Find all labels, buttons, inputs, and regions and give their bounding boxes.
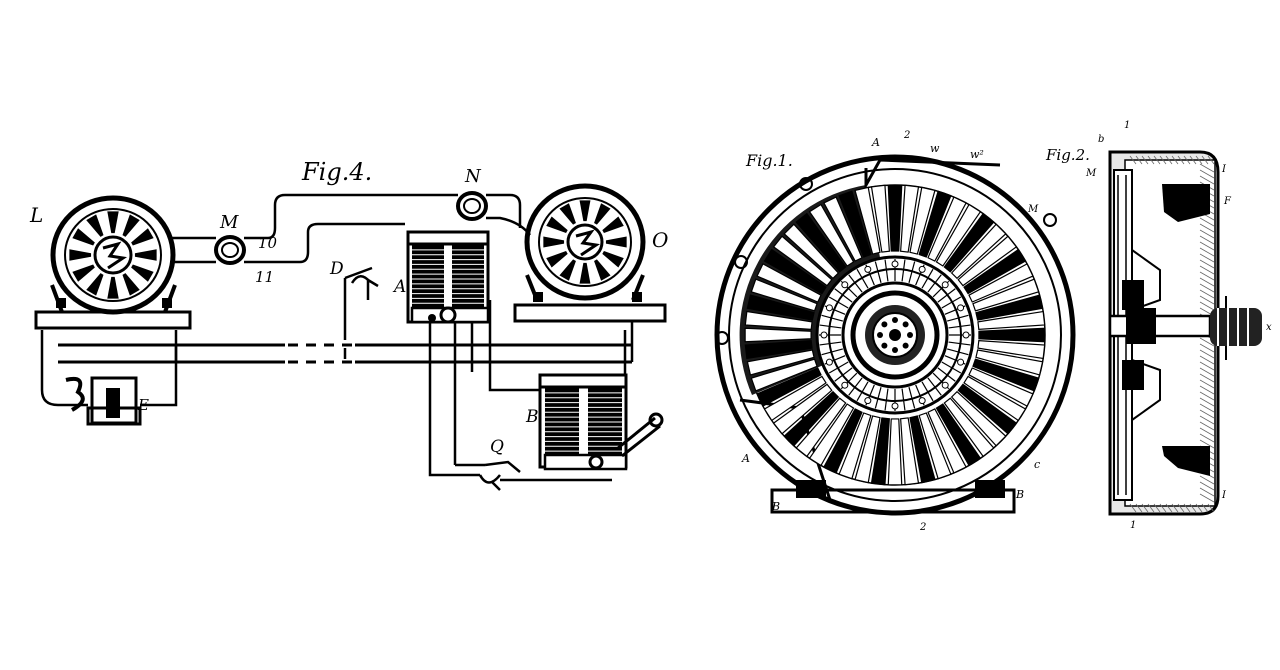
fig1-label-w: w: [930, 142, 940, 155]
label-N: N: [464, 166, 482, 187]
fig2-label-b: b: [1098, 134, 1104, 145]
label-O: O: [652, 228, 668, 252]
switch-Q: [478, 460, 521, 491]
fig2-label-one-top: 1: [1124, 120, 1130, 131]
fig1-label-c: c: [1034, 458, 1040, 471]
label-wire-10: 10: [258, 234, 278, 252]
fig1-label-A-bottom: A: [741, 452, 750, 465]
label-M: M: [219, 212, 239, 233]
fig1-label-w2: w²: [970, 148, 984, 161]
device-E: [65, 376, 142, 426]
fig2-label-F: F: [1223, 196, 1232, 207]
coil-N: [456, 191, 488, 221]
label-B: B: [525, 407, 539, 427]
dynamo-O: [513, 183, 667, 323]
label-L: L: [29, 203, 43, 227]
fig4-caption: Fig.4.: [301, 158, 372, 186]
fig2-label-x: x: [1266, 322, 1272, 333]
label-E: E: [137, 396, 149, 414]
fig2-label-I-top: I: [1221, 164, 1227, 175]
fig1-armature-teeth: [744, 184, 1046, 486]
fig1-label-M: M: [1027, 204, 1039, 215]
fig2-label-M: M: [1085, 168, 1097, 179]
label-A: A: [392, 277, 406, 297]
coil-M: [214, 235, 246, 265]
fig1-label-A-top: A: [871, 136, 880, 149]
dynamo-L: [34, 195, 192, 330]
label-wire-11: 11: [255, 268, 274, 286]
fig1-label-B-right: B: [1015, 488, 1024, 501]
magnet-B: [538, 373, 664, 471]
label-D: D: [329, 259, 344, 279]
fig1-commutator: [819, 259, 971, 411]
fig2-caption: Fig.2.: [1045, 146, 1090, 164]
fig2-label-one-bottom: 1: [1130, 520, 1136, 531]
fig1-label-z-bottom: 2: [919, 522, 926, 533]
fig1-label-z-top: 2: [903, 130, 910, 141]
magnet-A: [406, 230, 490, 324]
fig2-label-I-bottom: I: [1221, 490, 1227, 501]
figure-4: Fig.4. L O: [29, 158, 668, 491]
figure-1: Fig.1. A 2 w w² M A: [714, 130, 1076, 533]
figure-2: Fig.2. b 1 I F M x I 1: [1045, 120, 1272, 531]
fig2-shaft: [1108, 314, 1212, 338]
fig1-label-B: B: [771, 500, 780, 513]
fig2-shaft-threads: [1210, 308, 1262, 346]
switch-D: [343, 266, 379, 290]
fig2-coil-top: [1162, 184, 1210, 222]
fig2-coil-bottom: [1162, 446, 1210, 476]
label-Q: Q: [490, 437, 504, 457]
fig1-caption: Fig.1.: [745, 151, 793, 170]
